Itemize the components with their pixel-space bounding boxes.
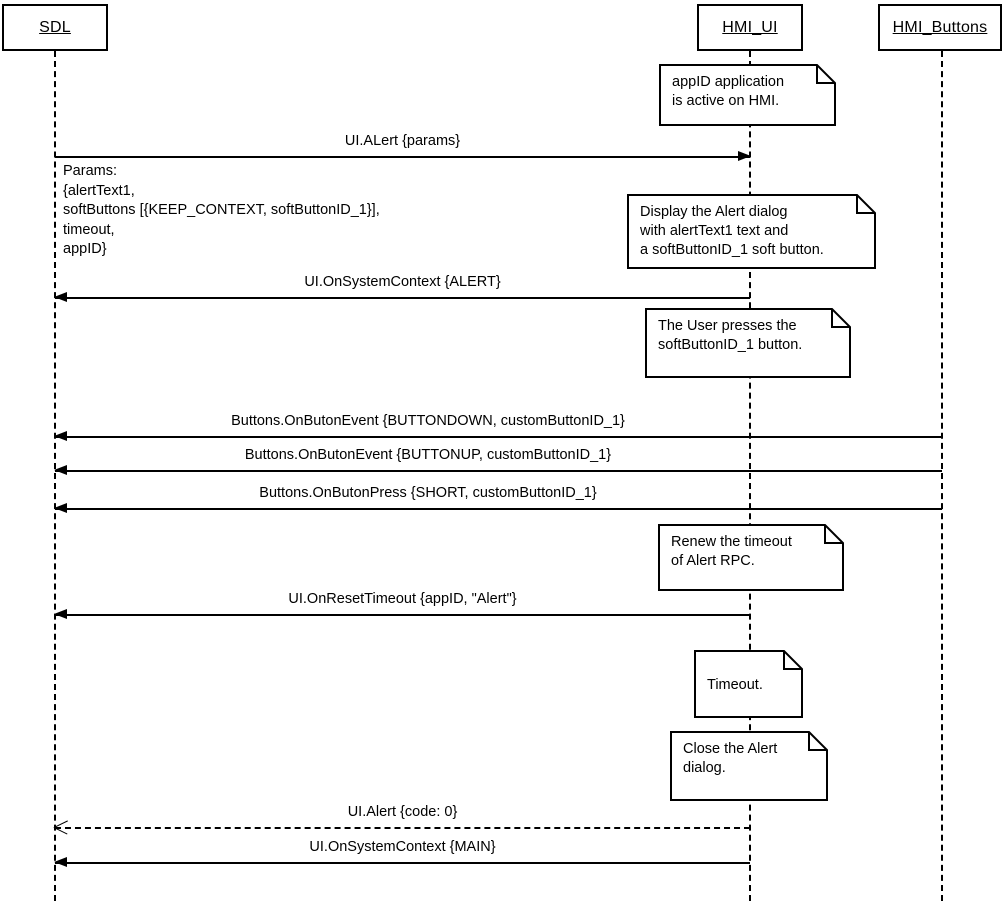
note-timeout-text: Timeout.	[707, 677, 763, 693]
note-close-alert-text: Close the Alert dialog.	[683, 741, 778, 776]
note-display-alert: Display the Alert dialog with alertText1…	[627, 194, 876, 269]
lifeline-header-sdl[interactable]: SDL	[2, 4, 108, 51]
lifeline-label-sdl: SDL	[39, 18, 71, 36]
message-onbutonevent-buttonup-line	[55, 470, 942, 472]
message-onsystemcontext-alert-line	[55, 297, 750, 299]
note-renew-timeout-text: Renew the timeout of Alert RPC.	[671, 534, 792, 569]
arrowhead-left-icon	[54, 292, 67, 302]
message-onbutonpress-short-line	[55, 508, 942, 510]
message-onresettimeout-label: UI.OnResetTimeout {appID, "Alert"}	[288, 591, 517, 607]
message-onbutonevent-buttondown-line	[55, 436, 942, 438]
message-onresettimeout-line	[55, 614, 750, 616]
message-onbutonpress-short-label: Buttons.OnButonPress {SHORT, customButto…	[259, 485, 597, 501]
arrowhead-right-icon	[738, 151, 751, 161]
message-onsystemcontext-alert-label: UI.OnSystemContext {ALERT}	[304, 274, 501, 290]
note-user-presses-text: The User presses the softButtonID_1 butt…	[658, 318, 803, 353]
arrowhead-left-icon	[54, 503, 67, 513]
note-display-alert-text: Display the Alert dialog with alertText1…	[640, 204, 824, 258]
arrowhead-left-icon	[54, 609, 67, 619]
message-onbutonevent-buttondown-label: Buttons.OnButonEvent {BUTTONDOWN, custom…	[231, 413, 625, 429]
message-ui-alert-response-line	[55, 827, 750, 829]
arrowhead-left-icon	[54, 857, 67, 867]
note-renew-timeout: Renew the timeout of Alert RPC.	[658, 524, 844, 591]
arrowhead-left-open-icon	[54, 819, 68, 835]
message-onsystemcontext-main-line	[55, 862, 750, 864]
lifeline-header-hmi-ui[interactable]: HMI_UI	[697, 4, 803, 51]
lifeline-sdl	[54, 51, 56, 901]
params-annotation: Params: {alertText1, softButtons [{KEEP_…	[63, 163, 380, 257]
arrowhead-left-icon	[54, 431, 67, 441]
message-ui-alert-label: UI.ALert {params}	[344, 133, 461, 149]
message-ui-alert-response-label: UI.Alert {code: 0}	[347, 804, 458, 820]
lifeline-hmi-buttons	[941, 51, 943, 901]
lifeline-header-hmi-buttons[interactable]: HMI_Buttons	[878, 4, 1002, 51]
lifeline-label-hmi-ui: HMI_UI	[722, 18, 778, 36]
lifeline-hmi-ui	[749, 51, 751, 901]
lifeline-label-hmi-buttons: HMI_Buttons	[892, 18, 988, 36]
message-onbutonevent-buttonup-label: Buttons.OnButonEvent {BUTTONUP, customBu…	[244, 447, 612, 463]
message-ui-alert-line	[55, 156, 750, 158]
note-timeout: Timeout.	[694, 650, 803, 718]
note-appid-active: appID application is active on HMI.	[659, 64, 836, 126]
note-appid-active-text: appID application is active on HMI.	[672, 74, 785, 109]
note-close-alert: Close the Alert dialog.	[670, 731, 828, 801]
note-user-presses: The User presses the softButtonID_1 butt…	[645, 308, 851, 378]
arrowhead-left-icon	[54, 465, 67, 475]
message-onsystemcontext-main-label: UI.OnSystemContext {MAIN}	[309, 839, 496, 855]
